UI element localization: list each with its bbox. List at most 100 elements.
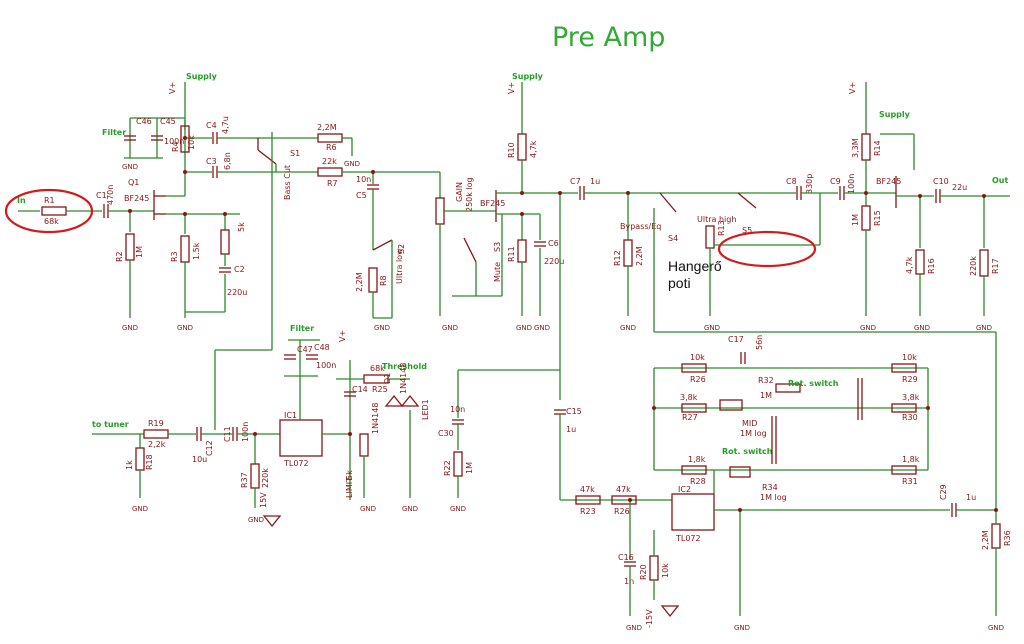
r34-value: 1M log xyxy=(760,493,787,502)
volume-pot-annotation: Hangerő poti xyxy=(668,258,722,292)
gnd-r2: GND xyxy=(122,324,138,332)
resistor-r1 xyxy=(41,206,67,216)
output-buffer: Supply V+ 3,3M R14 1M R15 GND BF245 4,7k… xyxy=(848,82,1010,332)
c7-label: C7 xyxy=(570,177,581,186)
volume-pot-r13 xyxy=(705,225,715,249)
highlight-volume-wire xyxy=(717,230,817,268)
resistor-r8 xyxy=(368,267,378,293)
c4-value: 4,7u xyxy=(221,116,230,134)
vplus-1: V+ xyxy=(168,82,177,94)
r28-value: 1,8k xyxy=(688,455,706,464)
switch-s4 xyxy=(659,192,677,213)
c11-value: 100n xyxy=(241,422,250,442)
r2-value: 1M xyxy=(135,246,144,258)
ic1-label: IC1 xyxy=(284,411,297,420)
r6-label: R6 xyxy=(326,143,337,152)
annotation-line-1: Hangerő xyxy=(668,258,722,274)
c30-value: 10n xyxy=(450,405,465,414)
c3-label: C3 xyxy=(206,157,217,166)
gnd-limit: GND xyxy=(360,505,376,513)
c10-value: 22u xyxy=(952,183,967,192)
d1-value: 1N4148 xyxy=(399,363,408,394)
bass-cut-network: C4 4,7u 2,2M R6 GND C3 6,8n 22k R7 S1 Ba… xyxy=(185,116,440,200)
resistor-r19 xyxy=(143,429,169,439)
c15-value: 1u xyxy=(566,425,576,434)
c11-label: C11 xyxy=(223,426,232,442)
gnd-c6: GND xyxy=(534,324,550,332)
c17-label: C17 xyxy=(728,335,744,344)
r10-value: 4,7k xyxy=(529,140,538,158)
s5-label: S5 xyxy=(742,226,752,235)
r27-label: R27 xyxy=(682,413,698,422)
c4-label: C4 xyxy=(206,121,217,130)
c14-label: C14 xyxy=(352,385,368,394)
potentiometer-mid xyxy=(719,399,743,411)
r31-label: R31 xyxy=(902,477,918,486)
c9-value: 100n xyxy=(847,174,856,194)
r26b-label: R26 xyxy=(614,507,630,516)
gnd-led: GND xyxy=(402,505,418,513)
c45-value: 100n xyxy=(164,137,184,146)
r26-label: R26 xyxy=(690,375,706,384)
s2-label: S2 xyxy=(397,244,406,254)
resistor-r7 xyxy=(317,167,343,177)
gnd-gain: GND xyxy=(442,324,458,332)
limit-label: LIMIT xyxy=(345,477,354,498)
c15-label: C15 xyxy=(566,407,582,416)
q1-label: Q1 xyxy=(128,178,139,187)
vplus-4: V+ xyxy=(338,330,347,342)
r22-value: 1M xyxy=(465,462,474,474)
input-stage: In R1 68k C1 470n Q1 BF245 R2 1M GND R3 … xyxy=(17,120,247,332)
resistor-r22 xyxy=(453,451,463,477)
gain-label: GAIN xyxy=(455,182,464,202)
resistor-r27 xyxy=(681,403,707,413)
c16-label: C16 xyxy=(618,553,634,562)
r14-value: 3,3M xyxy=(851,138,860,158)
schematic-title: Pre Amp xyxy=(552,22,666,53)
switch-s2 xyxy=(372,239,393,251)
c29-label: C29 xyxy=(939,484,948,500)
vfx-label: 1N4148 xyxy=(371,403,380,434)
gnd-r36: GND xyxy=(988,624,1004,632)
c3-value: 6,8n xyxy=(223,152,232,170)
vplus-2: V+ xyxy=(507,82,516,94)
ic2-value: TL072 xyxy=(675,534,701,543)
c7-value: 1u xyxy=(590,177,600,186)
s3-label: S3 xyxy=(493,242,502,252)
c16-value: 1n xyxy=(624,577,634,586)
r23-label: R23 xyxy=(580,507,596,516)
resistor-r15 xyxy=(861,205,871,231)
c8-value: 330p xyxy=(805,174,814,194)
r5-value: 5k xyxy=(237,222,246,232)
r34-label: R34 xyxy=(762,483,778,492)
r36-value: 2,2M xyxy=(981,530,990,550)
resistor-r36 xyxy=(991,523,1001,549)
r1-label: R1 xyxy=(44,196,55,205)
led1-label: LED1 xyxy=(421,399,430,420)
r8-value: 2,2M xyxy=(355,272,364,292)
net-supply-1: Supply xyxy=(186,72,218,81)
opamp-ic2 xyxy=(671,493,715,531)
r4-label: R4 xyxy=(171,141,180,152)
eq-section: 10k R26 C17 56n R32 1M 3,8k R27 MID 1M l… xyxy=(653,335,929,502)
neg-supply-arrow-icon xyxy=(660,605,680,618)
ultra-high-label: Ultra high xyxy=(697,215,736,224)
r15-value: 1M xyxy=(851,214,860,226)
gnd-r3: GND xyxy=(177,324,193,332)
gnd-r22: GND xyxy=(450,505,466,513)
gain-stage: GAIN 250k log GND BF245 Supply V+ R10 4,… xyxy=(435,72,564,332)
r8-label: R8 xyxy=(379,275,388,286)
ultra-low-label: Ultra low xyxy=(395,248,404,284)
r29-label: R29 xyxy=(902,375,918,384)
rot-switch-label-1: Rot. switch xyxy=(788,379,839,388)
r36-label: R36 xyxy=(1003,530,1012,546)
annotation-line-2: poti xyxy=(668,275,691,291)
gnd-r15: GND xyxy=(860,324,876,332)
supply-filter-group: Supply V+ R4 10k Filter C46 C45 100n GND xyxy=(102,72,218,171)
switch-s3 xyxy=(463,237,477,263)
net-out-label: Out xyxy=(992,176,1008,185)
resistor-r37 xyxy=(250,463,260,489)
supply-arrow-icon xyxy=(262,515,282,528)
r3-label: R3 xyxy=(170,251,179,262)
